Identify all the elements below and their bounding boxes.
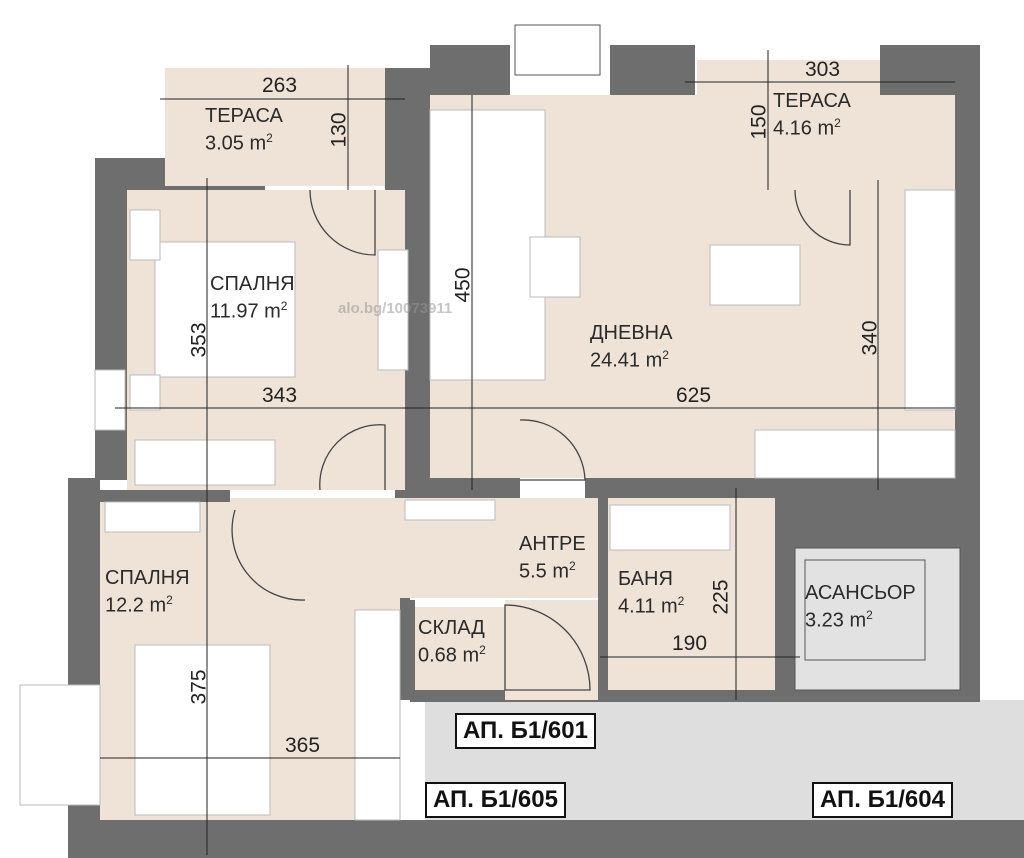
door-arcs xyxy=(231,189,851,691)
room-name: СПАЛНЯ xyxy=(105,567,190,589)
furniture xyxy=(19,24,956,821)
room-name: ТЕРАСА xyxy=(205,105,283,127)
apartment-label-604: АП. Б1/604 xyxy=(812,782,953,818)
room-area: 11.97 m xyxy=(210,300,281,323)
dimension: 450 xyxy=(451,267,475,303)
room-area: 4.11 m xyxy=(618,595,678,618)
watermark: alo.bg/10073911 xyxy=(338,300,453,317)
dimension: 343 xyxy=(262,384,298,407)
room-name: АНТРЕ xyxy=(519,533,586,555)
dimension: 150 xyxy=(747,104,771,140)
apartment-label-605: АП. Б1/605 xyxy=(425,782,566,818)
dimension: 225 xyxy=(709,579,733,615)
room-name: БАНЯ xyxy=(618,568,673,590)
room-area: 24.41 m xyxy=(590,349,663,372)
dimension: 375 xyxy=(187,669,211,705)
room-area: 12.2 m xyxy=(105,594,167,617)
dimension: 190 xyxy=(672,632,708,655)
dimension: 263 xyxy=(262,74,298,97)
dimension: 303 xyxy=(805,58,841,81)
room-name: АСАНСЬОР xyxy=(805,582,916,604)
room-name: ТЕРАСА xyxy=(773,90,851,112)
room-name: СКЛАД xyxy=(418,617,485,639)
room-area: 3.05 m xyxy=(205,132,267,155)
dimension: 340 xyxy=(858,320,882,356)
elevator-shaft xyxy=(794,547,961,691)
apartment-label-601: АП. Б1/601 xyxy=(455,713,596,749)
room-area: 3.23 m xyxy=(805,609,867,632)
room-area: 4.16 m xyxy=(773,117,835,140)
dimension: 625 xyxy=(676,384,712,407)
room-area: 5.5 m xyxy=(519,560,570,583)
dimension: 365 xyxy=(285,734,321,757)
room-name: ДНЕВНА xyxy=(590,322,673,344)
room-area: 0.68 m xyxy=(418,644,480,667)
dimension: 130 xyxy=(327,112,351,148)
dimension-lines xyxy=(100,50,955,855)
dimension: 353 xyxy=(187,322,211,358)
room-name: СПАЛНЯ xyxy=(210,273,295,295)
